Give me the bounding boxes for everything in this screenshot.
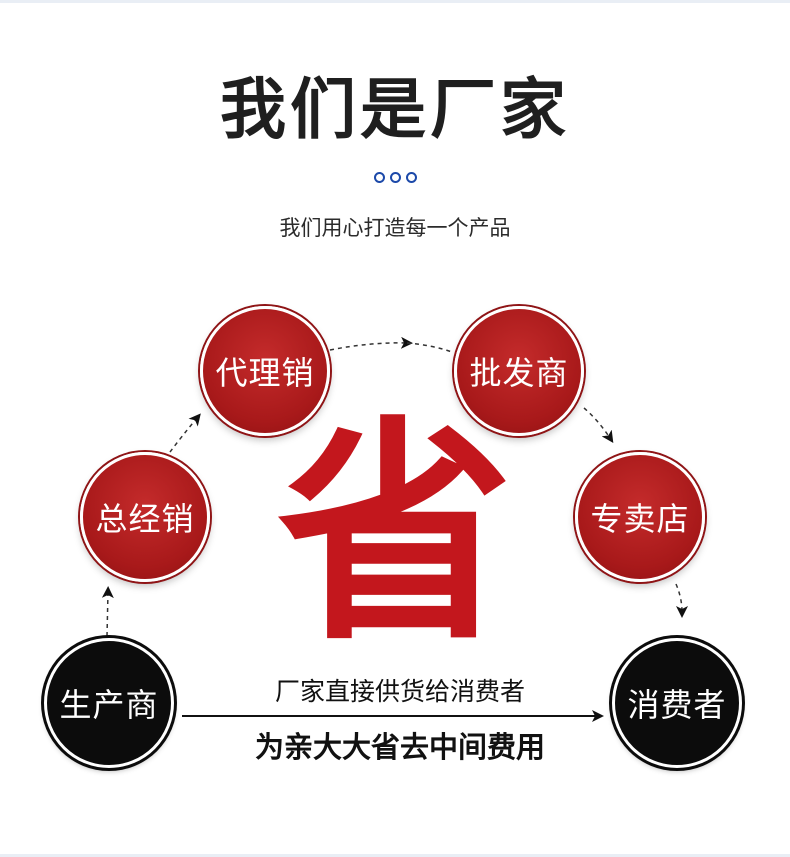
arrow-agent-to-wholesaler-tail bbox=[406, 342, 453, 353]
node-agent-label: 代理销 bbox=[215, 354, 315, 392]
top-border bbox=[0, 0, 790, 3]
circle-icon bbox=[373, 172, 385, 183]
node-store-label: 专卖店 bbox=[590, 500, 690, 538]
savings-label: 为亲大大省去中间费用 bbox=[254, 730, 545, 764]
node-consumer: 消费者 bbox=[612, 638, 742, 768]
arrow-wholesaler-to-store bbox=[583, 407, 614, 443]
circle-icon bbox=[389, 172, 401, 183]
arrow-agent-to-wholesaler bbox=[329, 336, 413, 351]
node-store: 专卖店 bbox=[575, 452, 705, 582]
arrow-store-to-consumer bbox=[675, 583, 688, 618]
node-producer: 生产商 bbox=[44, 638, 174, 768]
page-subtitle: 我们用心打造每一个产品 bbox=[279, 216, 511, 240]
node-general-distributor-label: 总经销 bbox=[95, 500, 195, 538]
node-wholesaler: 批发商 bbox=[454, 306, 584, 436]
page-title: 我们是厂家 bbox=[220, 71, 570, 148]
direct-supply-label: 厂家直接供货给消费者 bbox=[274, 677, 525, 706]
node-general-distributor: 总经销 bbox=[80, 452, 210, 582]
node-agent: 代理销 bbox=[200, 306, 330, 436]
circle-icon bbox=[405, 172, 417, 183]
save-character: 省 bbox=[276, 397, 513, 672]
node-wholesaler-label: 批发商 bbox=[469, 354, 569, 392]
arrow-producer-to-distributor bbox=[101, 586, 114, 637]
arrow-distributor-to-agent bbox=[169, 413, 201, 453]
node-consumer-label: 消费者 bbox=[627, 686, 727, 724]
decorative-dots bbox=[0, 172, 790, 183]
node-producer-label: 生产商 bbox=[59, 686, 159, 724]
bottom-border bbox=[0, 854, 790, 857]
